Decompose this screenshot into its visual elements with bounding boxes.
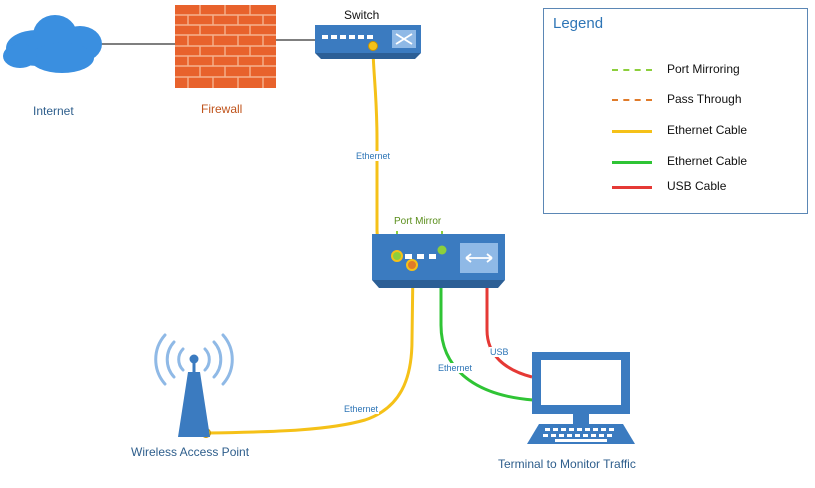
legend-item-usb: USB Cable: [544, 179, 807, 195]
network-tap-icon: [372, 234, 505, 288]
legend-item-label: Port Mirroring: [667, 62, 740, 76]
wireless-access-point-label: Wireless Access Point: [131, 445, 250, 459]
legend-item-ethernet-green: Ethernet Cable: [544, 154, 807, 170]
legend-item-label: Pass Through: [667, 92, 742, 106]
tap-port-mirror-dot-1: [391, 250, 403, 262]
legend-swatch: [612, 99, 652, 101]
legend-item-label: Ethernet Cable: [667, 154, 748, 168]
switch-label: Switch: [344, 8, 380, 22]
legend-swatch: [612, 69, 652, 71]
wap-to-tap-cable: [205, 265, 415, 435]
legend-swatch: [612, 186, 652, 189]
tap-port-mirror-dot-2: [437, 245, 447, 255]
legend-swatch: [612, 161, 652, 164]
legend-swatch: [612, 130, 652, 133]
wireless-access-point-icon: [154, 333, 234, 437]
legend-item-ethernet-yellow: Ethernet Cable: [544, 123, 807, 139]
port-mirror-label: Port Mirror: [394, 216, 442, 227]
switch-port-dot: [368, 41, 378, 51]
tap-pass-through-dot: [406, 259, 418, 271]
legend-title: Legend: [553, 15, 604, 32]
legend-item-port-mirroring: Port Mirroring: [544, 62, 807, 78]
switch-to-tap-ethernet-label: Ethernet: [355, 151, 392, 161]
tap-to-terminal-ethernet-label: Ethernet: [437, 363, 474, 373]
legend-item-pass-through: Pass Through: [544, 92, 807, 108]
internet-label: Internet: [33, 104, 74, 118]
terminal-computer-icon: [527, 352, 635, 444]
switch-icon: [315, 25, 421, 59]
firewall-label: Firewall: [201, 102, 243, 116]
usb-cable: [485, 265, 533, 379]
legend-box: Legend Port Mirroring Pass Through Ether…: [543, 8, 808, 214]
terminal-label: Terminal to Monitor Traffic: [498, 457, 636, 471]
legend-item-label: Ethernet Cable: [667, 123, 748, 137]
firewall-icon: [175, 5, 276, 88]
wap-to-tap-ethernet-label: Ethernet: [343, 404, 380, 414]
usb-label: USB: [489, 347, 510, 357]
legend-item-label: USB Cable: [667, 179, 727, 193]
cloud-icon: [3, 15, 102, 73]
